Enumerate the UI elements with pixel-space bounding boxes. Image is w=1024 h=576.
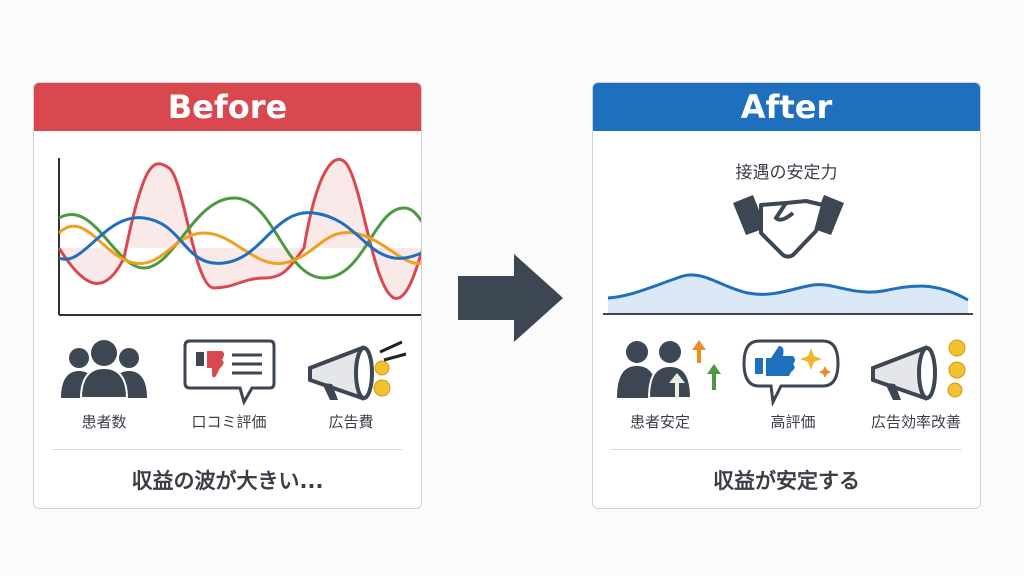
label-reviews: 口コミ評価 [191,413,267,431]
after-header: After [593,83,980,131]
handshake-icon [733,195,844,259]
right-arrow-icon [458,254,563,342]
after-subtitle: 接遇の安定力 [735,163,838,183]
stable-line [607,273,969,302]
series-orange [57,224,421,266]
volatile-chart [57,157,421,316]
label-patients: 患者数 [81,413,127,431]
megaphone-coins-icon [308,340,407,401]
series-red [57,157,421,300]
stable-chart [603,273,973,315]
label-ad-cost: 広告費 [328,413,374,431]
bad-review-icon [183,339,276,406]
after-summary: 収益が安定する [713,469,860,493]
divider [52,449,403,450]
before-summary: 収益の波が大きい... [131,469,324,493]
before-header: Before [34,83,421,131]
before-panel: Before 患者数 口コミ評価 広告費 収益の波が大きい... [33,82,422,509]
patients-rising-icon [617,340,721,399]
good-review-icon [742,339,840,406]
label-ad-efficiency: 広告効率改善 [870,413,961,431]
people-icon [61,340,147,399]
megaphone-efficiency-icon [871,339,966,401]
series-blue [58,211,421,265]
label-patients-stable: 患者安定 [629,413,690,431]
divider [611,449,962,450]
label-high-rating: 高評価 [770,413,816,431]
after-panel: After 接遇の安定力 患者安定 高評価 広告効率改善 収益が安定する [592,82,981,509]
